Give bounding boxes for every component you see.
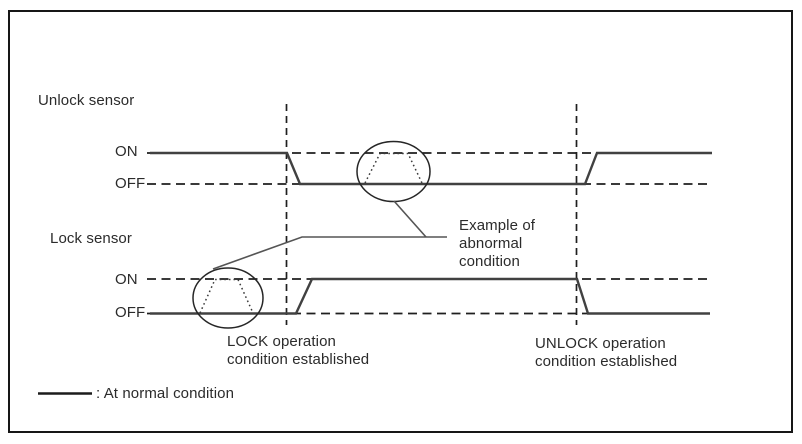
unlock-sensor-waveform <box>150 151 712 186</box>
abnormal-condition-annotation: Example of abnormal condition <box>459 217 536 270</box>
unlock-off-label: OFF <box>115 175 146 192</box>
unlock-annotation-leader <box>393 200 427 238</box>
unlock-abnormal-pulse <box>364 152 423 184</box>
lock-annotation-leader <box>212 236 447 270</box>
unlock-event-label: UNLOCK operation condition established <box>535 335 678 370</box>
lock-on-label: ON <box>115 271 138 288</box>
figure-border <box>8 10 793 433</box>
lock-off-label: OFF <box>115 304 146 321</box>
unlock-abnormal-circle <box>356 140 431 203</box>
lock-sensor-waveform <box>150 277 710 315</box>
legend-label: : At normal condition <box>96 385 235 402</box>
lock-event-label: LOCK operation condition established <box>227 333 370 368</box>
lock-sensor-label: Lock sensor <box>50 230 132 247</box>
unlock-sensor-label: Unlock sensor <box>38 92 135 109</box>
lock-abnormal-circle <box>192 267 264 329</box>
unlock-on-label: ON <box>115 143 138 160</box>
lock-abnormal-pulse <box>199 278 254 314</box>
